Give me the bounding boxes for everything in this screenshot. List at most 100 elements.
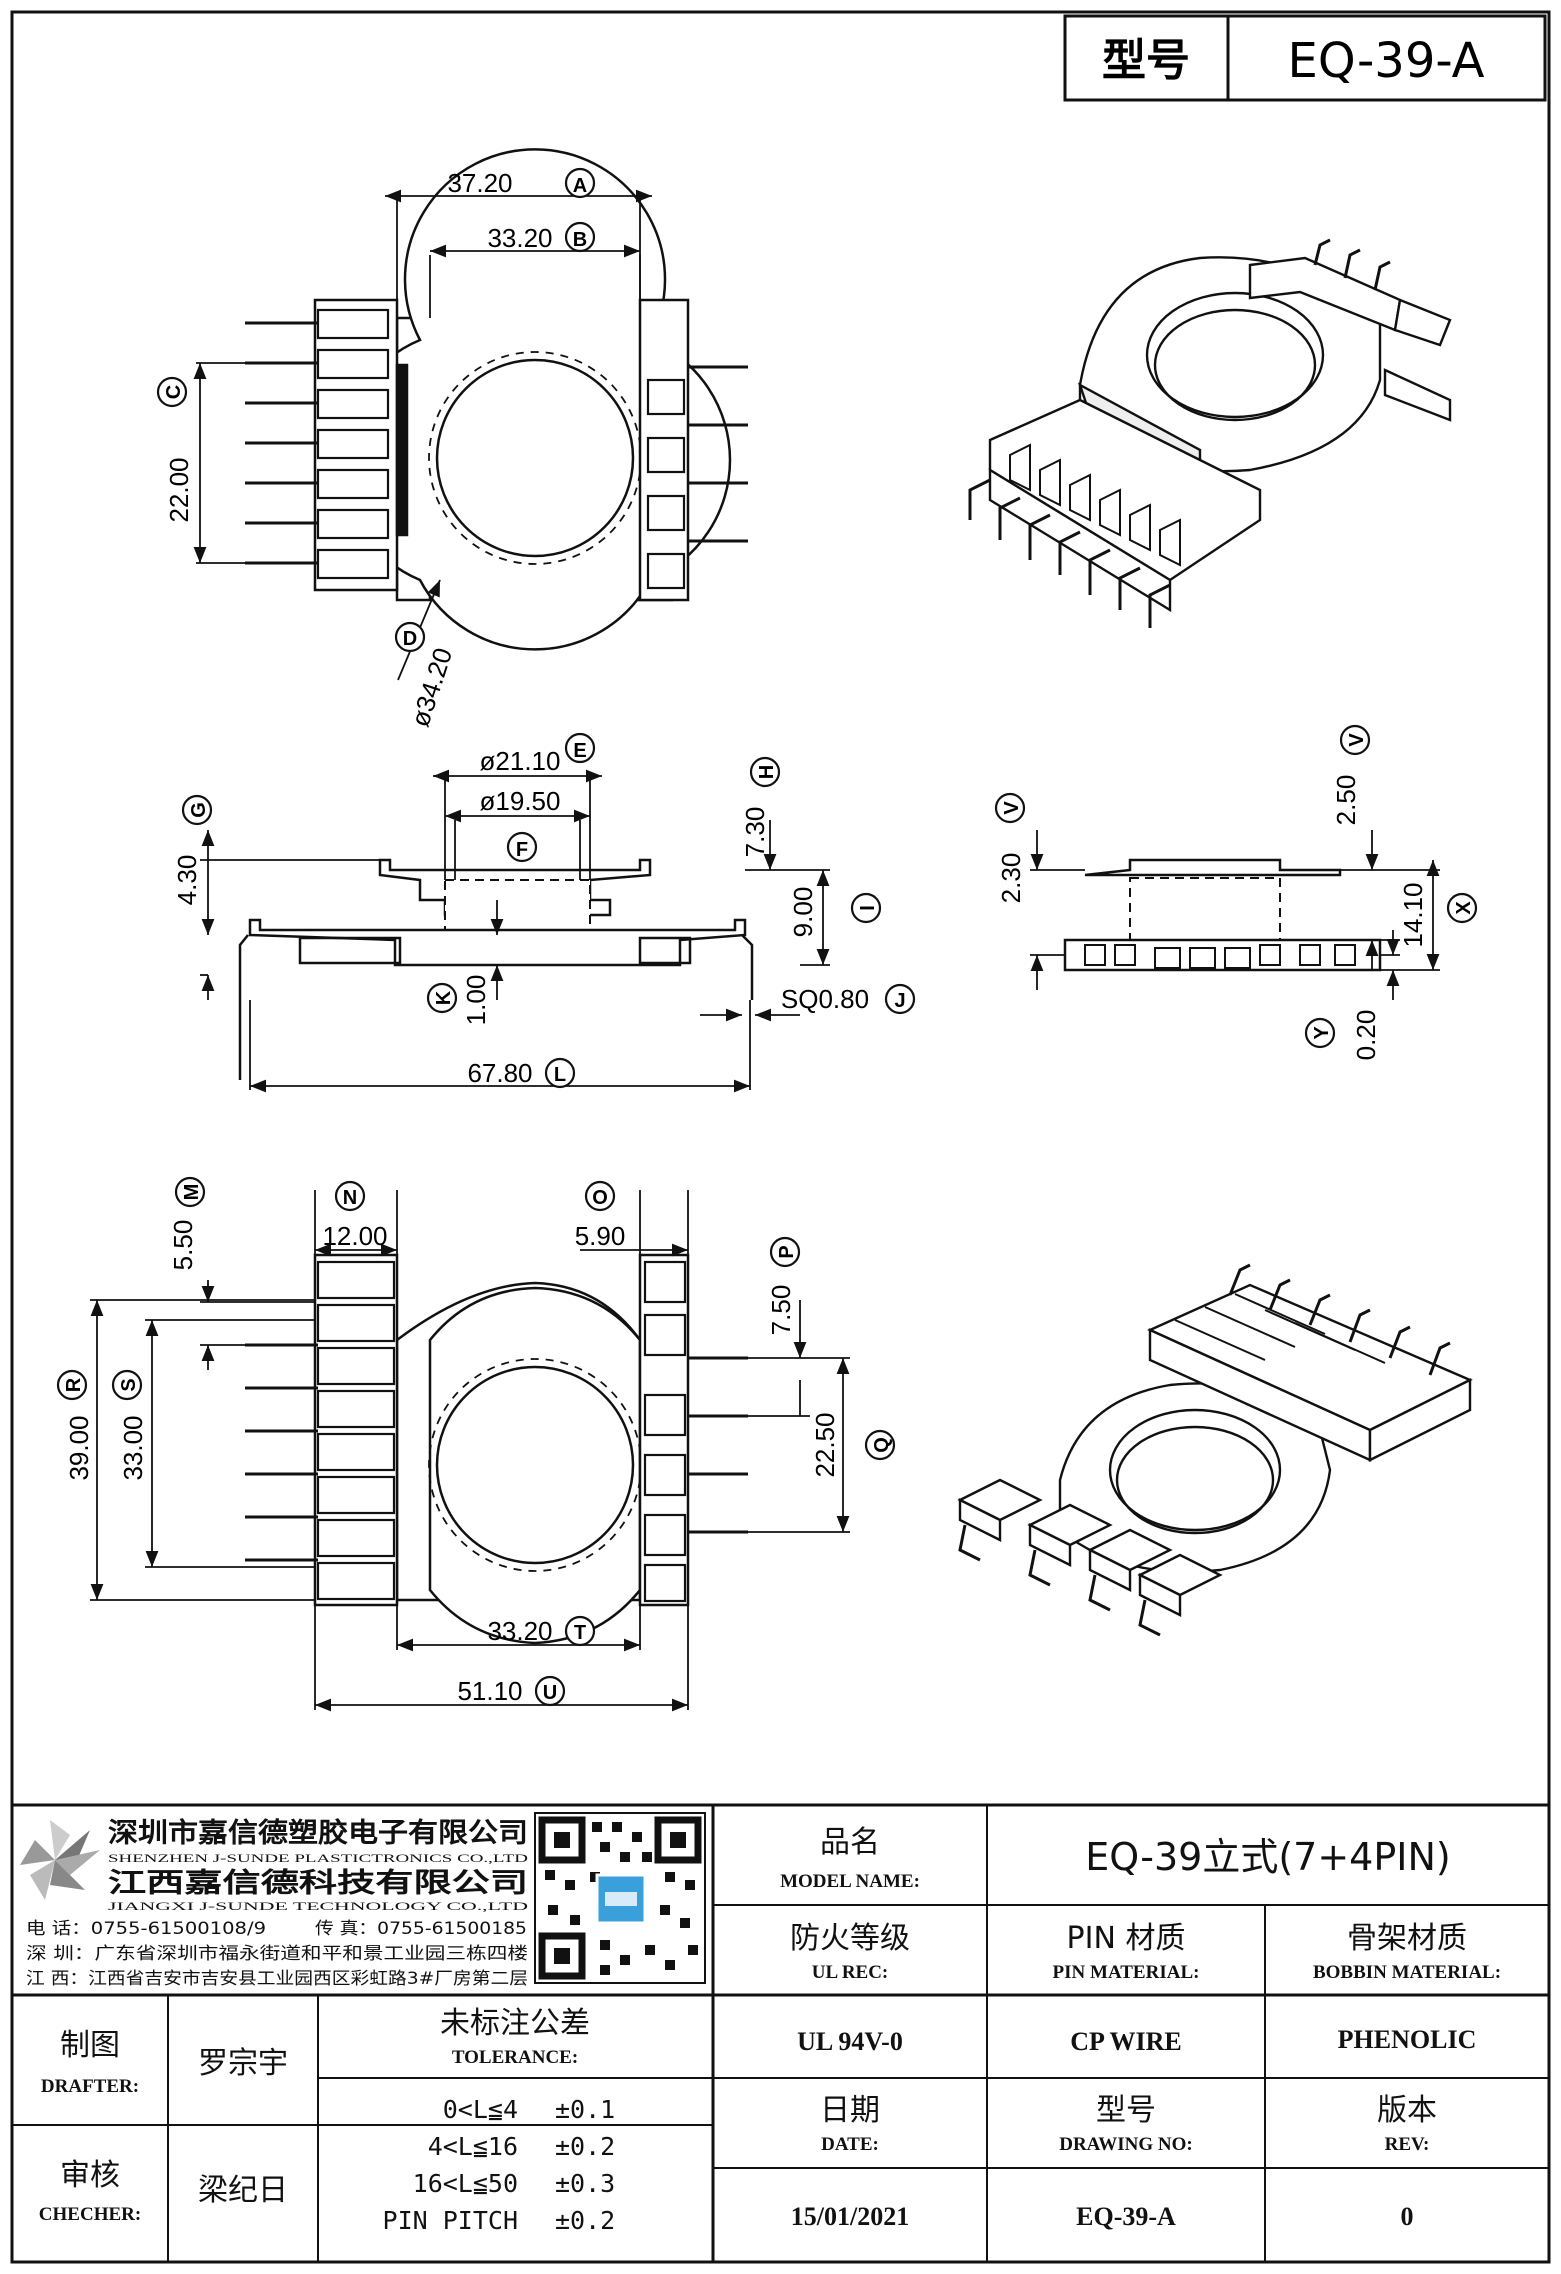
header-model-label: 型号: [1102, 35, 1190, 86]
dim-i-letter: I: [857, 905, 879, 911]
front-view-dims: ø21.10 E ø19.50 F G 4.30 H 7.30 9.00 I S…: [172, 732, 916, 1089]
sheet-border: [10, 10, 1551, 2264]
front-view: [200, 769, 830, 1093]
pin-material-label-cn: PIN 材质: [1067, 1921, 1186, 1956]
pin-material-value: CP WIRE: [1070, 2027, 1182, 2056]
dim-s-letter: S: [118, 1378, 140, 1391]
tolerance-range-4: PIN PITCH: [383, 2206, 518, 2235]
company-address-shenzhen: 深 圳：广东省深圳市福永街道和平和景工业园三栋四楼: [26, 1944, 528, 1964]
company-name-cn-2: 江西嘉信德科技有限公司: [108, 1868, 528, 1899]
dim-c-value: 22.00: [164, 457, 194, 522]
drafter-label-cn: 制图: [60, 2028, 120, 2063]
tolerance-range-2: 4<L≦16: [428, 2132, 518, 2161]
iso-view-bottom: [957, 1263, 1473, 1637]
dim-v-left-letter: V: [1001, 801, 1023, 815]
dim-o-letter: O: [592, 1187, 608, 1209]
header-model-value: EQ-39-A: [1288, 33, 1485, 89]
drawing-no-label-cn: 型号: [1096, 2093, 1156, 2128]
dim-b-letter: B: [573, 229, 587, 251]
dim-y-value: 0.20: [1351, 1010, 1381, 1061]
tolerance-range-3: 16<L≦50: [413, 2169, 518, 2198]
company-name-en-1: SHENZHEN J-SUNDE PLASTICTRONICS CO.,LTD: [108, 1851, 529, 1865]
bobbin-material-label-en: BOBBIN MATERIAL:: [1313, 1962, 1501, 1983]
drafter-name: 罗宗宇: [198, 2046, 288, 2081]
iso-bottom-core-hole: [1108, 1408, 1282, 1532]
dim-n-letter: N: [343, 1187, 357, 1209]
dim-u-value: 51.10: [457, 1676, 522, 1706]
drawing-no-value: EQ-39-A: [1076, 2202, 1176, 2231]
dim-l-letter: L: [554, 1064, 566, 1086]
dim-e-value: ø21.10: [480, 746, 561, 776]
top-view-core-hole: [435, 358, 635, 558]
tolerance-table: 0<L≦4 ±0.1 4<L≦16 ±0.2 16<L≦50 ±0.3 PIN …: [383, 2095, 616, 2235]
rev-label-en: REV:: [1385, 2134, 1430, 2155]
dim-r-letter: R: [63, 1377, 85, 1392]
dim-r-value: 39.00: [64, 1415, 94, 1480]
drawing-no-label-en: DRAWING NO:: [1059, 2134, 1193, 2155]
front-view-core: [444, 879, 591, 936]
dim-q-letter: Q: [871, 1437, 893, 1453]
iso-view-top: [968, 238, 1452, 628]
dim-a-value: 37.20: [447, 168, 512, 198]
ul-label-cn: 防火等级: [790, 1921, 910, 1956]
dim-n-value: 12.00: [322, 1221, 387, 1251]
side-view-core: [1129, 877, 1281, 941]
dim-k-letter: K: [433, 990, 455, 1005]
dim-i-value: 9.00: [788, 887, 818, 938]
company-fax: 传 真：0755-61500185: [315, 1919, 527, 1939]
dim-j-value: SQ0.80: [781, 984, 869, 1014]
top-view: [193, 148, 748, 681]
dim-o-value: 5.90: [575, 1221, 626, 1251]
company-name-cn-1: 深圳市嘉信德塑胶电子有限公司: [108, 1817, 528, 1849]
rev-value: 0: [1401, 2202, 1414, 2231]
dim-h-letter: H: [756, 765, 778, 779]
dim-b-value: 33.20: [487, 223, 552, 253]
dim-x-letter: X: [1453, 901, 1475, 915]
dim-v-top-letter: V: [1346, 733, 1368, 747]
dim-a-letter: A: [573, 175, 587, 197]
dim-f-value: ø19.50: [480, 786, 561, 816]
ul-label-en: UL REC:: [812, 1962, 889, 1983]
dim-t-value: 33.20: [487, 1616, 552, 1646]
drafter-label-en: DRAFTER:: [41, 2076, 139, 2097]
tolerance-value-2: ±0.2: [555, 2132, 615, 2161]
tolerance-label-en: TOLERANCE:: [452, 2047, 578, 2068]
dim-m-letter: M: [181, 1184, 203, 1201]
dim-l-value: 67.80: [467, 1058, 532, 1088]
dim-f-letter: F: [516, 839, 528, 861]
dim-u-letter: U: [543, 1682, 557, 1704]
dim-p-value: 7.50: [766, 1285, 796, 1336]
dim-p-letter: P: [776, 1245, 798, 1258]
checker-label-cn: 审核: [60, 2158, 120, 2193]
tolerance-value-1: ±0.1: [555, 2095, 615, 2124]
dim-k-value: 1.00: [461, 975, 491, 1026]
rev-label-cn: 版本: [1377, 2093, 1437, 2128]
company-address-jiangxi: 江 西：江西省吉安市吉安县工业园西区彩虹路3#厂房第二层: [26, 1969, 528, 1989]
tolerance-value-4: ±0.2: [555, 2206, 615, 2235]
bobbin-material-value: PHENOLIC: [1338, 2025, 1477, 2054]
dim-j-letter: J: [894, 990, 905, 1012]
dim-v-top-value: 2.50: [1331, 775, 1361, 826]
model-name-label-cn: 品名: [820, 1825, 880, 1860]
dim-q-value: 22.50: [810, 1412, 840, 1477]
iso-top-core-hole: [1145, 291, 1325, 419]
model-name-label-en: MODEL NAME:: [780, 1871, 920, 1892]
pin-material-label-en: PIN MATERIAL:: [1053, 1962, 1200, 1983]
model-name-value: EQ-39立式(7+4PIN): [1085, 1835, 1450, 1879]
bottom-view: [90, 1190, 850, 1712]
bottom-view-dims: M 5.50 N 12.00 O 5.90 P 7.50 22.50 Q R 3…: [56, 1176, 896, 1707]
dim-t-letter: T: [574, 1622, 586, 1644]
checker-name: 梁纪日: [198, 2173, 288, 2208]
bottom-view-core-hole: [435, 1365, 635, 1565]
title-block-grid: [12, 1803, 1549, 2262]
dim-c-letter: C: [163, 385, 185, 399]
dim-e-letter: E: [573, 740, 586, 762]
dim-d-value: ø34.20: [405, 644, 459, 730]
date-label-en: DATE:: [821, 2134, 879, 2155]
dim-x-value: 14.10: [1398, 882, 1428, 947]
side-view-dims: V 2.50 V 2.30 14.10 X Y 0.20: [994, 724, 1478, 1061]
dim-y-letter: Y: [1311, 1026, 1333, 1040]
header-model-box: 型号 EQ-39-A: [1063, 14, 1547, 102]
dim-g-value: 4.30: [172, 855, 202, 906]
